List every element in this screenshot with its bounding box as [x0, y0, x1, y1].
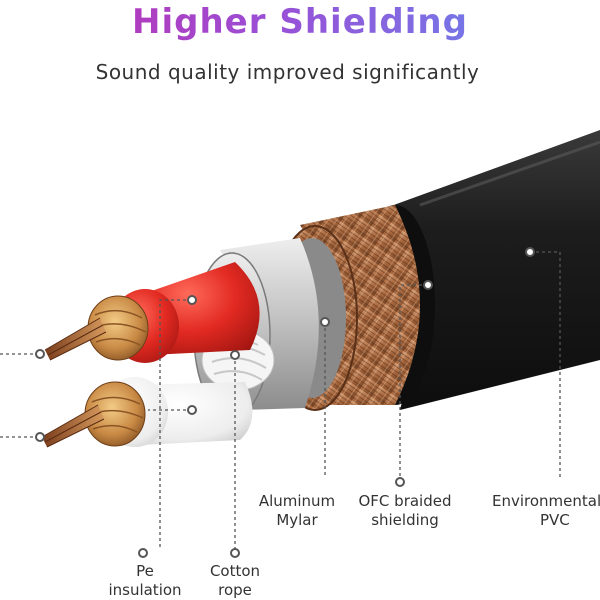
label-ofc-braided-line1: OFC braided [358, 492, 452, 510]
label-environmental-pvc-line2: PVC [540, 511, 570, 529]
callout-dots [35, 247, 535, 558]
headline: Higher Shielding [0, 2, 600, 42]
label-pe-insulation-line1: Pe [136, 562, 154, 580]
label-cotton-rope: Cotton rope [195, 562, 275, 600]
label-cotton-rope-line2: rope [218, 581, 252, 599]
label-ofc-braided-shielding: OFC braided shielding [355, 492, 455, 530]
label-pe-insulation-line2: insulation [108, 581, 182, 599]
label-pe-insulation: Pe insulation [100, 562, 190, 600]
subheadline: Sound quality improved significantly [95, 60, 480, 84]
upper-copper-conductor [44, 295, 149, 361]
label-cotton-rope-line1: Cotton [209, 562, 261, 580]
label-environmental-pvc: Environmental PVC [492, 492, 600, 530]
label-aluminum-mylar: Aluminum Mylar [252, 492, 342, 530]
label-aluminum-mylar-line2: Mylar [276, 511, 318, 529]
label-environmental-pvc-line1: Environmental [492, 492, 600, 510]
label-ofc-braided-line2: shielding [371, 511, 439, 529]
lower-copper-conductor [41, 381, 146, 448]
label-aluminum-mylar-line1: Aluminum [258, 492, 336, 510]
callout-leaders [0, 251, 561, 550]
